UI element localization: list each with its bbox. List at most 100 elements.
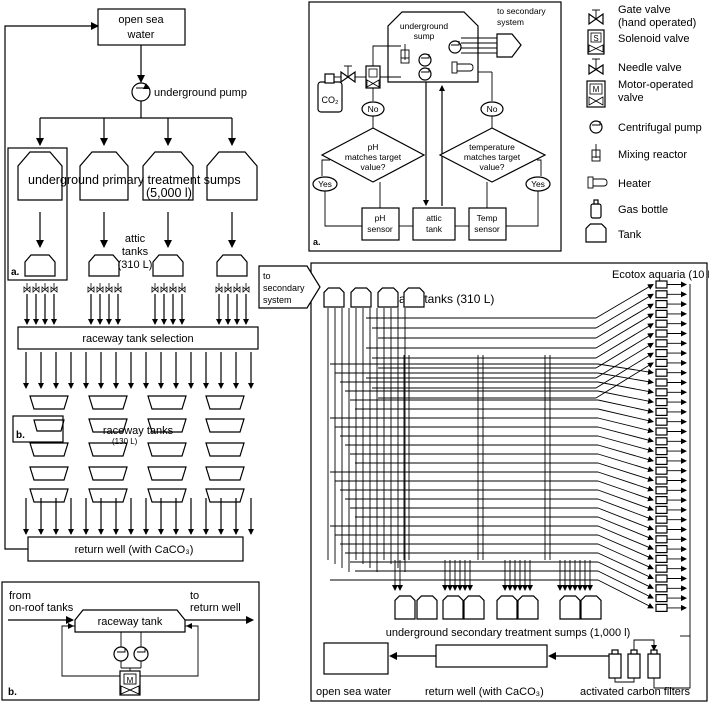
to-secondary-label-1: to <box>263 271 271 281</box>
attic-tanks-label-2: tanks <box>122 246 149 258</box>
no-left-label: No <box>368 104 379 114</box>
ecotox-aquarium <box>655 476 668 485</box>
raceway-tank <box>205 418 245 433</box>
return-well-label: return well (with CaCO₃) <box>75 544 194 556</box>
temp-sensor-label-1: Temp <box>477 213 498 223</box>
raceway-tank <box>88 395 128 410</box>
return-loop-line <box>4 22 99 550</box>
ecotox-aquarium <box>655 466 668 475</box>
inset-b-raceway-tank <box>74 609 186 633</box>
ecotox-aquarium <box>655 456 668 465</box>
inset-b-to-1: to <box>190 590 199 602</box>
needle-valve-icon <box>151 283 159 293</box>
selection-inflow-arrows <box>24 294 249 325</box>
attic-tanks-label-1: attic <box>125 233 146 245</box>
secondary-sump <box>463 595 485 620</box>
primary-sump-2 <box>79 151 129 201</box>
attic-tank-1 <box>24 254 56 277</box>
secondary-attic-tank <box>403 287 425 308</box>
inset-b-from-1: from <box>9 590 31 602</box>
raceway-tank <box>205 466 245 481</box>
inset-a-label: a. <box>313 237 321 247</box>
inset-b-to-2: return well <box>190 602 241 614</box>
raceway-tank <box>29 442 69 457</box>
raceway-tank <box>147 488 187 503</box>
carbon-filter-1-icon <box>608 649 622 679</box>
primary-sump-3 <box>142 151 194 201</box>
ecotox-aquarium <box>655 593 668 603</box>
ecotox-aquarium <box>655 427 668 436</box>
to-secondary-label-2: system <box>497 17 524 27</box>
ph-q-line3: value? <box>360 162 385 172</box>
inset-b-panel: from on-roof tanks to return well racewa… <box>1 581 260 701</box>
gas-bottle-icon <box>590 199 602 219</box>
ecotox-aquarium <box>655 447 668 456</box>
sump-pump-2-icon <box>418 67 432 81</box>
inset-b-label: b. <box>8 687 17 698</box>
legend: Gate valve(hand operated) S Solenoid valve… <box>585 4 702 243</box>
ecotox-aquarium <box>655 358 668 367</box>
legend-label: Gas bottle <box>618 204 668 216</box>
svg-text:S: S <box>593 34 598 43</box>
legend-label-line2: (hand operated) <box>618 17 696 29</box>
secondary-attic-tank <box>323 287 345 308</box>
ecotox-aquarium <box>655 603 668 613</box>
attic-tank-label-1: attic <box>426 213 442 223</box>
raceway-tank <box>29 395 69 410</box>
primary-sumps-label-2: (5,000 l) <box>146 186 192 200</box>
mixing-reactor-icon <box>400 44 410 64</box>
raceway-inflow-arrows <box>23 352 254 389</box>
ecotox-aquarium <box>655 486 668 495</box>
ph-sensor-label-1: pH <box>375 213 386 223</box>
heater-icon <box>587 176 608 189</box>
needle-valve-icon <box>105 283 113 293</box>
inset-b-pump-1-icon <box>113 646 129 662</box>
to-secondary-label-3: system <box>263 295 292 305</box>
raceway-tank-grid <box>29 395 245 503</box>
temp-decision-diamond <box>438 127 547 183</box>
no-right-label: No <box>487 104 498 114</box>
inset-b-raceway-label: raceway tank <box>98 616 163 628</box>
ph-decision-diamond <box>320 127 426 183</box>
needle-valve-icon <box>178 283 186 293</box>
secondary-sump <box>394 595 416 620</box>
temp-sensor-box <box>468 207 507 241</box>
legend-label: Centrifugal pump <box>618 122 702 134</box>
yes-left-label: Yes <box>318 179 332 189</box>
raceway-tanks-label-1: raceway tanks <box>103 425 174 437</box>
ecotox-aquarium <box>655 329 668 338</box>
legend-label-line2: valve <box>618 92 644 104</box>
to-secondary-label-2: secondary <box>263 283 305 293</box>
solenoid-valve-icon: S <box>587 29 605 55</box>
inset-a-panel: underground sump to secondary system <box>308 1 562 252</box>
ecotox-aquarium <box>655 584 668 593</box>
ecotox-aquarium <box>655 525 668 534</box>
secondary-sump <box>580 595 602 620</box>
raceway-tank <box>88 442 128 457</box>
legend-label: Solenoid valve <box>618 33 690 45</box>
needle-valve-icon <box>224 283 232 293</box>
raceway-tank <box>147 418 187 433</box>
to-secondary-label-1: to secondary <box>497 6 546 16</box>
secondary-attic-tanks <box>323 287 425 308</box>
underground-pump-label: underground pump <box>154 87 247 99</box>
needle-valve-icon <box>215 283 223 293</box>
legend-label: Heater <box>618 178 651 190</box>
secondary-sumps-label: underground secondary treatment sumps (1… <box>386 627 631 639</box>
ecotox-aquarium <box>655 378 668 387</box>
co2-label: CO₂ <box>322 95 340 105</box>
legend-label: Gate valve <box>618 4 671 16</box>
temp-q-line3: value? <box>479 162 504 172</box>
raceway-tank <box>33 419 65 432</box>
needle-valve-row <box>23 283 250 293</box>
inset-solenoid-valve-icon <box>365 65 381 89</box>
needle-valve-icon <box>96 283 104 293</box>
ecotox-aquaria-column <box>655 280 668 613</box>
attic-tank-box <box>412 207 456 241</box>
secondary-sump <box>496 595 518 620</box>
raceway-tank <box>147 395 187 410</box>
carbon-filters-label: activated carbon filters <box>580 686 691 698</box>
ecotox-aquarium <box>655 437 668 446</box>
secondary-sumps <box>394 595 602 620</box>
